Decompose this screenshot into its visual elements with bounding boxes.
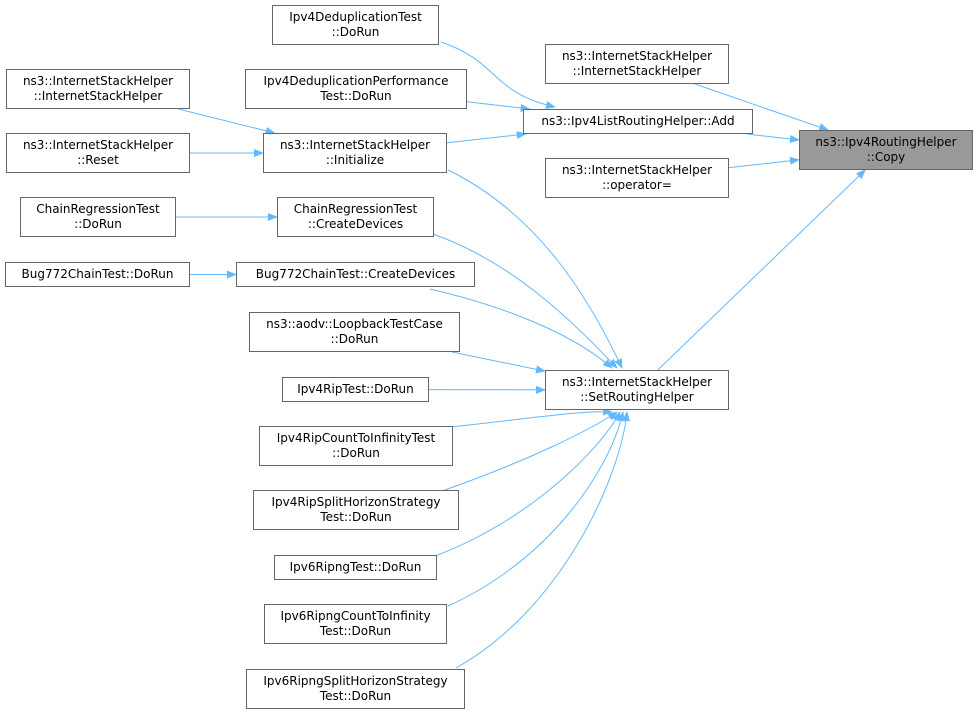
node-label-line: ns3::InternetStackHelper bbox=[561, 163, 713, 177]
node-label-line: ns3::aodv::LoopbackTestCase bbox=[266, 317, 443, 331]
node-label-line: Ipv6RipngTest::DoRun bbox=[289, 560, 422, 574]
edge-aodv-loopback-to-set-routing bbox=[451, 351, 546, 374]
node-set-routing[interactable]: ns3::InternetStackHelper::SetRoutingHelp… bbox=[545, 370, 729, 410]
edge-bug772-create-to-set-routing bbox=[429, 288, 613, 369]
edge-dedup-to-list-add bbox=[440, 41, 556, 109]
node-rip-count[interactable]: Ipv4RipCountToInfinityTest::DoRun bbox=[259, 426, 453, 466]
node-rip[interactable]: Ipv4RipTest::DoRun bbox=[282, 377, 429, 402]
node-label-line: ns3::InternetStackHelper bbox=[22, 74, 174, 88]
edge-rip-count-to-set-routing bbox=[439, 407, 613, 429]
node-label-line: ::DoRun bbox=[330, 332, 379, 346]
edge-dedup-perf-to-list-add bbox=[466, 101, 531, 112]
node-label-line: ns3::InternetStackHelper bbox=[561, 375, 713, 389]
edge-rip-split-to-set-routing bbox=[441, 411, 618, 492]
node-ish-operator[interactable]: ns3::InternetStackHelper::operator= bbox=[545, 158, 729, 198]
edge-chain-create-to-set-routing bbox=[432, 233, 618, 369]
edge-list-add-to-copy bbox=[746, 133, 800, 143]
node-label-line: ns3::Ipv4RoutingHelper bbox=[815, 135, 957, 149]
node-label-line: ::DoRun bbox=[332, 446, 380, 460]
node-label-line: Ipv6RipngCountToInfinity bbox=[280, 609, 431, 623]
node-label-line: Bug772ChainTest::DoRun bbox=[21, 267, 174, 281]
node-label-line: ChainRegressionTest bbox=[293, 202, 418, 216]
edge-ish-ctor-left-to-initialize bbox=[178, 108, 276, 135]
edge-initialize-to-list-add bbox=[446, 131, 527, 144]
edge-ish-operator-to-copy bbox=[728, 156, 800, 169]
node-reset[interactable]: ns3::InternetStackHelper::Reset bbox=[6, 133, 190, 173]
node-label-line: ::InternetStackHelper bbox=[33, 89, 163, 103]
edge-ish-ctor-right-to-copy bbox=[694, 83, 830, 131]
node-ripng[interactable]: Ipv6RipngTest::DoRun bbox=[274, 555, 437, 580]
edge-set-routing-to-copy bbox=[657, 169, 866, 371]
node-label-line: ::SetRoutingHelper bbox=[580, 390, 694, 404]
node-label-line: Ipv4DeduplicationPerformance bbox=[263, 74, 449, 88]
node-label-line: ns3::InternetStackHelper bbox=[279, 138, 431, 152]
node-copy: ns3::Ipv4RoutingHelper::Copy bbox=[799, 130, 973, 170]
node-label-line: ::DoRun bbox=[331, 25, 380, 39]
node-label-line: Ipv4RipTest::DoRun bbox=[297, 382, 414, 396]
node-label-line: ChainRegressionTest bbox=[36, 202, 160, 216]
node-label-line: Ipv6RipngSplitHorizonStrategy bbox=[263, 674, 448, 688]
node-label-line: Ipv4RipSplitHorizonStrategy bbox=[271, 495, 441, 509]
node-initialize[interactable]: ns3::InternetStackHelper::Initialize bbox=[263, 133, 447, 173]
node-label-line: ::DoRun bbox=[74, 217, 122, 231]
node-chain-create[interactable]: ChainRegressionTest::CreateDevices bbox=[277, 197, 434, 237]
node-label-line: Ipv4DeduplicationTest bbox=[289, 10, 422, 24]
node-label-line: ::Initialize bbox=[325, 153, 385, 167]
node-label-line: ::Reset bbox=[77, 153, 119, 167]
node-ish-ctor-left[interactable]: ns3::InternetStackHelper::InternetStackH… bbox=[6, 69, 190, 109]
node-label-line: ::Copy bbox=[866, 150, 906, 164]
edge-initialize-to-set-routing bbox=[447, 169, 623, 369]
node-label-line: Ipv4RipCountToInfinityTest bbox=[276, 431, 436, 445]
node-label-line: Test::DoRun bbox=[320, 89, 392, 103]
node-bug772-dorun[interactable]: Bug772ChainTest::DoRun bbox=[5, 262, 190, 287]
node-bug772-create[interactable]: Bug772ChainTest::CreateDevices bbox=[236, 262, 475, 287]
node-list-add[interactable]: ns3::Ipv4ListRoutingHelper::Add bbox=[523, 109, 753, 134]
edge-ripng-to-set-routing bbox=[434, 411, 621, 557]
node-aodv-loopback[interactable]: ns3::aodv::LoopbackTestCase::DoRun bbox=[249, 312, 460, 352]
node-label-line: ::InternetStackHelper bbox=[572, 64, 702, 78]
node-label-line: ::CreateDevices bbox=[307, 217, 404, 231]
node-label-line: Test::DoRun bbox=[320, 510, 392, 524]
node-ish-ctor-right[interactable]: ns3::InternetStackHelper::InternetStackH… bbox=[545, 44, 729, 84]
node-label-line: ::operator= bbox=[602, 178, 672, 192]
node-label-line: Test::DoRun bbox=[319, 624, 392, 638]
node-label-line: Bug772ChainTest::CreateDevices bbox=[255, 267, 456, 281]
node-chain-dorun[interactable]: ChainRegressionTest::DoRun bbox=[20, 197, 176, 237]
node-label-line: ns3::Ipv4ListRoutingHelper::Add bbox=[541, 114, 735, 128]
edge-ripng-count-to-set-routing bbox=[447, 411, 625, 607]
edge-ripng-split-to-set-routing bbox=[455, 411, 631, 669]
node-label-line: ns3::InternetStackHelper bbox=[22, 138, 174, 152]
node-label-line: ns3::InternetStackHelper bbox=[561, 49, 713, 63]
node-dedup[interactable]: Ipv4DeduplicationTest::DoRun bbox=[272, 5, 439, 45]
node-label-line: Test::DoRun bbox=[319, 689, 392, 703]
